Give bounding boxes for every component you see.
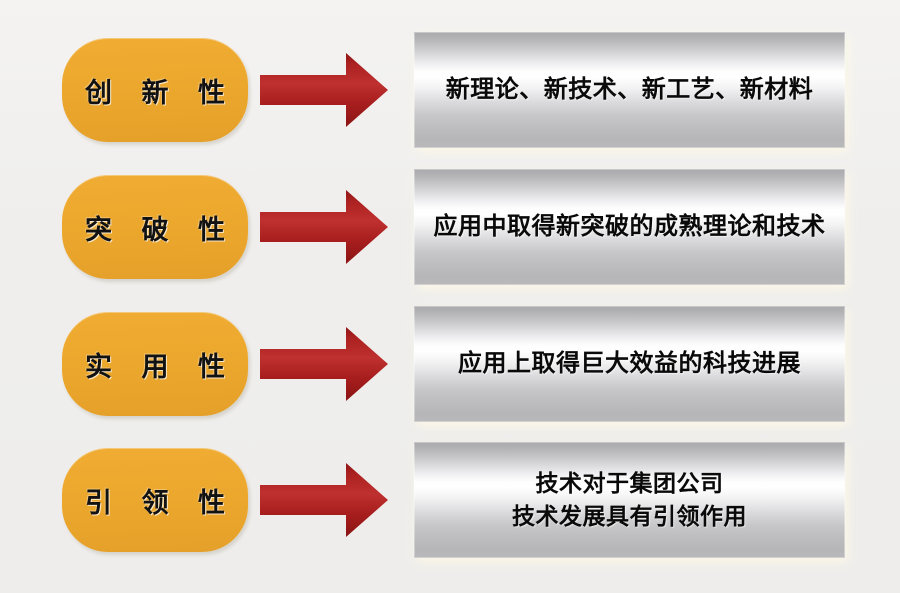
attribute-label-shape-4: 引 领 性	[62, 448, 248, 552]
attribute-label-shape-2: 突 破 性	[62, 175, 248, 279]
description-text-2: 应用中取得新突破的成熟理论和技术	[433, 213, 826, 241]
description-bar-4: 技术对于集团公司 技术发展具有引领作用	[414, 442, 848, 562]
attribute-label-2[interactable]: 突 破 性	[62, 175, 248, 279]
attribute-label-shape-3: 实 用 性	[62, 312, 248, 416]
description-bar-surface-3: 应用上取得巨大效益的科技进展	[414, 306, 845, 422]
description-text-3: 应用上取得巨大效益的科技进展	[458, 350, 801, 378]
diagram-row: 实 用 性 应用上取得巨大效益的科技进展	[0, 306, 900, 426]
diagram-row: 引 领 性 技术对于集团公司 技术发展具有	[0, 442, 900, 562]
attribute-label-text-3: 实 用 性	[84, 351, 236, 382]
description-bar-surface-4: 技术对于集团公司 技术发展具有引领作用	[414, 442, 845, 558]
right-arrow-icon-3	[258, 323, 390, 405]
description-text-4: 技术对于集团公司 技术发展具有引领作用	[512, 470, 747, 529]
attribute-label-1[interactable]: 创 新 性	[62, 38, 248, 142]
attribute-label-text-2: 突 破 性	[84, 214, 236, 245]
attribute-label-shape-1: 创 新 性	[62, 38, 248, 142]
right-arrow-icon-1	[258, 49, 390, 131]
description-bar-3: 应用上取得巨大效益的科技进展	[414, 306, 848, 426]
description-text-1: 新理论、新技术、新工艺、新材料	[445, 76, 814, 104]
attribute-label-3[interactable]: 实 用 性	[62, 312, 248, 416]
attribute-label-4[interactable]: 引 领 性	[62, 448, 248, 552]
description-bar-1: 新理论、新技术、新工艺、新材料	[414, 32, 848, 152]
description-bar-surface-1: 新理论、新技术、新工艺、新材料	[414, 32, 845, 148]
diagram-row: 创 新 性 新理论、新技术、新工艺、新材料	[0, 32, 900, 152]
description-bar-surface-2: 应用中取得新突破的成熟理论和技术	[414, 169, 845, 285]
right-arrow-icon-2	[258, 186, 390, 268]
attribute-label-text-1: 创 新 性	[84, 77, 236, 108]
diagram-row: 突 破 性 应用中取得新突破的成熟理论和技	[0, 169, 900, 289]
description-bar-2: 应用中取得新突破的成熟理论和技术	[414, 169, 848, 289]
right-arrow-icon-4	[258, 459, 390, 541]
attribute-label-text-4: 引 领 性	[84, 487, 236, 518]
